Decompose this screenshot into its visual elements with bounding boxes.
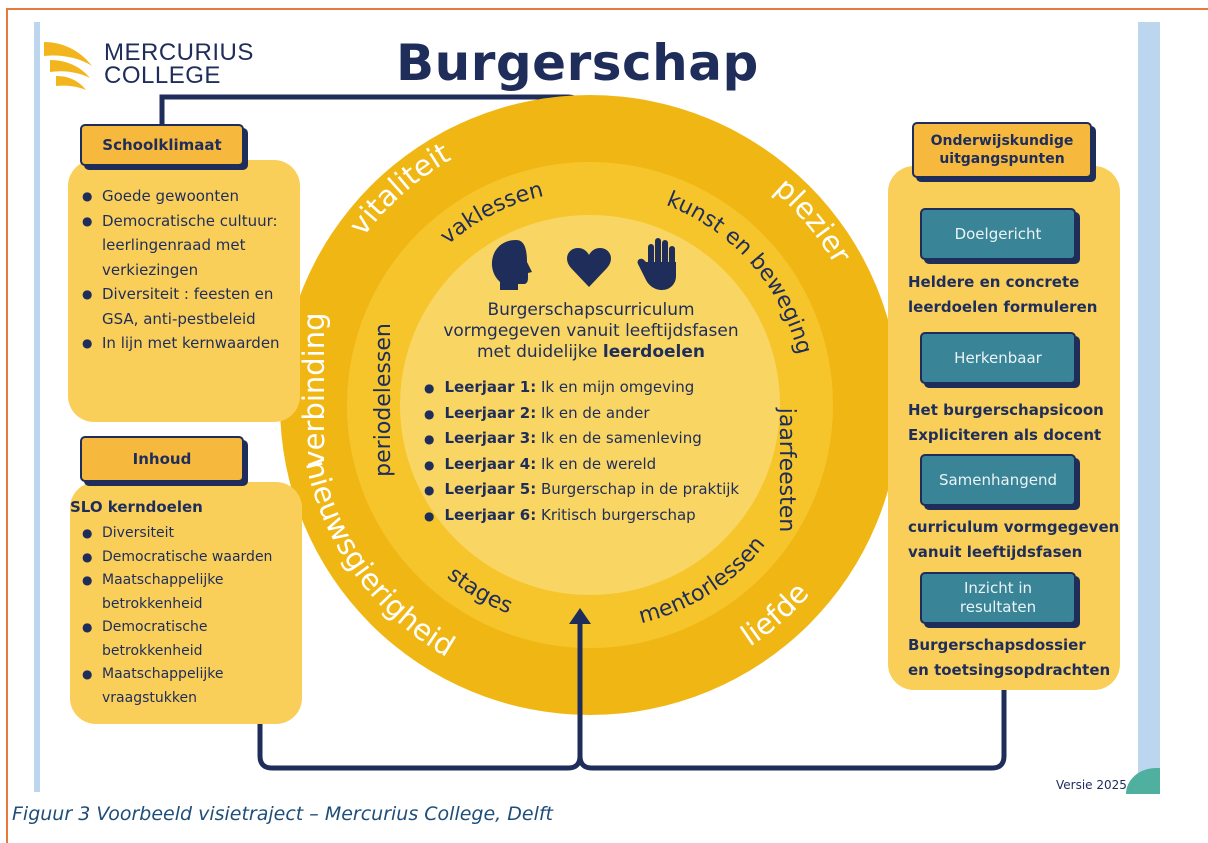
- herkenbaar-button: Herkenbaar: [920, 332, 1076, 384]
- samenhangend-description: curriculum vormgegeven vanuit leeftijdsf…: [908, 515, 1119, 565]
- inner-word-periodelessen: periodelessen: [371, 323, 396, 477]
- figure-frame: [6, 8, 1208, 843]
- list-item: Democratische cultuur: leerlingenraad me…: [80, 209, 296, 283]
- leerjaar-label: Leerjaar 2:: [444, 403, 537, 422]
- mercurius-wing-logo-icon: [44, 42, 92, 90]
- leerjaar-text: Ik en mijn omgeving: [536, 378, 695, 396]
- leerjaar-text: Burgerschap in de praktijk: [536, 480, 740, 498]
- inzicht-label-line1: Inzicht in: [963, 579, 1033, 597]
- connector-bottom-line: [257, 620, 1007, 771]
- center-line-3-prefix: met duidelijke: [476, 342, 603, 362]
- description-line: en toetsingsopdrachten: [908, 661, 1111, 679]
- doelgericht-label: Doelgericht: [954, 224, 1042, 243]
- figure-caption: Figuur 3 Voorbeeld visietraject – Mercur…: [12, 803, 553, 825]
- list-item: Goede gewoonten: [80, 184, 296, 209]
- leerjaar-text: Ik en de wereld: [536, 454, 657, 473]
- description-line: Heldere en concrete: [908, 273, 1080, 291]
- onderwijs-tag-line1: Onderwijskundige: [930, 133, 1074, 149]
- list-item: Leerjaar 6: Kritisch burgerschap: [424, 503, 739, 529]
- page-title: Burgerschap: [396, 34, 759, 92]
- list-item: Maatschappelijke vraagstukken: [80, 663, 252, 710]
- center-line-1: Burgerschapscurriculum: [487, 300, 695, 320]
- inzicht-button: Inzicht in resultaten: [920, 572, 1076, 624]
- list-item: Leerjaar 4: Ik en de wereld: [424, 452, 739, 478]
- inhoud-list: Diversiteit Democratische waarden Maatsc…: [80, 522, 302, 710]
- inhoud-tag: Inhoud: [80, 436, 244, 482]
- herkenbaar-label: Herkenbaar: [954, 348, 1042, 367]
- list-item: Diversiteit : feesten en GSA, anti-pestb…: [80, 282, 296, 331]
- description-line: Het burgerschapsicoon: [908, 401, 1104, 419]
- leerjaar-text: Ik en de ander: [536, 403, 650, 422]
- inhoud-tag-label: Inhoud: [132, 450, 192, 468]
- leerjaar-label: Leerjaar 4:: [444, 454, 537, 473]
- description-line: Burgerschapsdossier: [908, 636, 1086, 654]
- list-item: Leerjaar 2: Ik en de ander: [424, 401, 739, 427]
- leerjaar-list: Leerjaar 1: Ik en mijn omgeving Leerjaar…: [424, 375, 739, 528]
- list-item: Leerjaar 3: Ik en de samenleving: [424, 426, 739, 452]
- description-line: curriculum vormgegeven: [908, 518, 1120, 536]
- list-item: Maatschappelijke betrokkenheid: [80, 569, 252, 616]
- center-line-3: met duidelijke leerdoelen: [418, 342, 764, 363]
- samenhangend-label: Samenhangend: [938, 470, 1058, 489]
- leerjaar-text: Kritisch burgerschap: [536, 505, 696, 524]
- schoolklimaat-list: Goede gewoonten Democratische cultuur: l…: [80, 184, 296, 356]
- leerjaar-text: Ik en de samenleving: [536, 429, 702, 447]
- schoolklimaat-tag: Schoolklimaat: [80, 124, 244, 166]
- list-item: Democratische betrokkenheid: [80, 616, 252, 663]
- doelgericht-description: Heldere en concrete leerdoelen formulere…: [908, 270, 1097, 320]
- description-line: Expliciteren als docent: [908, 426, 1102, 444]
- center-line-3-bold: leerdoelen: [602, 342, 705, 362]
- leerjaar-label: Leerjaar 1:: [444, 378, 537, 396]
- onderwijs-tag: Onderwijskundige uitgangspunten: [912, 122, 1092, 178]
- hand-icon: [637, 238, 676, 290]
- right-edge-strip: [1138, 22, 1160, 792]
- inzicht-label-line2: resultaten: [959, 598, 1037, 616]
- leerjaar-label: Leerjaar 3:: [444, 429, 537, 447]
- leerjaar-label: Leerjaar 6:: [444, 505, 537, 524]
- center-line-2: vormgegeven vanuit leeftijdsfasen: [443, 321, 739, 341]
- list-item: Leerjaar 1: Ik en mijn omgeving: [424, 375, 739, 401]
- doelgericht-button: Doelgericht: [920, 208, 1076, 260]
- schoolklimaat-tag-label: Schoolklimaat: [102, 136, 222, 154]
- inzicht-description: Burgerschapsdossier en toetsingsopdracht…: [908, 633, 1110, 683]
- list-item: In lijn met kernwaarden: [80, 331, 296, 356]
- logo-wordmark: MERCURIUS COLLEGE: [104, 39, 254, 89]
- logo-line-2: COLLEGE: [104, 62, 221, 89]
- description-line: leerdoelen formuleren: [908, 298, 1098, 316]
- connector-bottom-arrowhead: [569, 608, 591, 624]
- logo-line-1: MERCURIUS: [104, 39, 254, 66]
- herkenbaar-description: Het burgerschapsicoon Expliciteren als d…: [908, 398, 1104, 448]
- samenhangend-button: Samenhangend: [920, 454, 1076, 506]
- inner-word-jaarfeesten: jaarfeesten: [774, 407, 799, 533]
- left-edge-strip: [34, 22, 40, 792]
- center-heading: Burgerschapscurriculum vormgegeven vanui…: [418, 300, 764, 363]
- list-item: Diversiteit: [80, 522, 302, 546]
- heart-icon: [567, 248, 611, 287]
- leerjaar-label: Leerjaar 5:: [444, 480, 537, 498]
- description-line: vanuit leeftijdsfasen: [908, 543, 1083, 561]
- version-label: Versie 2025: [1056, 778, 1127, 792]
- list-item: Democratische waarden: [80, 546, 302, 570]
- list-item: Leerjaar 5: Burgerschap in de praktijk: [424, 477, 739, 503]
- inhoud-subtitle: SLO kerndoelen: [70, 498, 203, 516]
- outer-word-verbinding: verbinding: [297, 312, 331, 467]
- onderwijs-tag-line2: uitgangspunten: [939, 151, 1065, 167]
- head-icon: [491, 240, 532, 290]
